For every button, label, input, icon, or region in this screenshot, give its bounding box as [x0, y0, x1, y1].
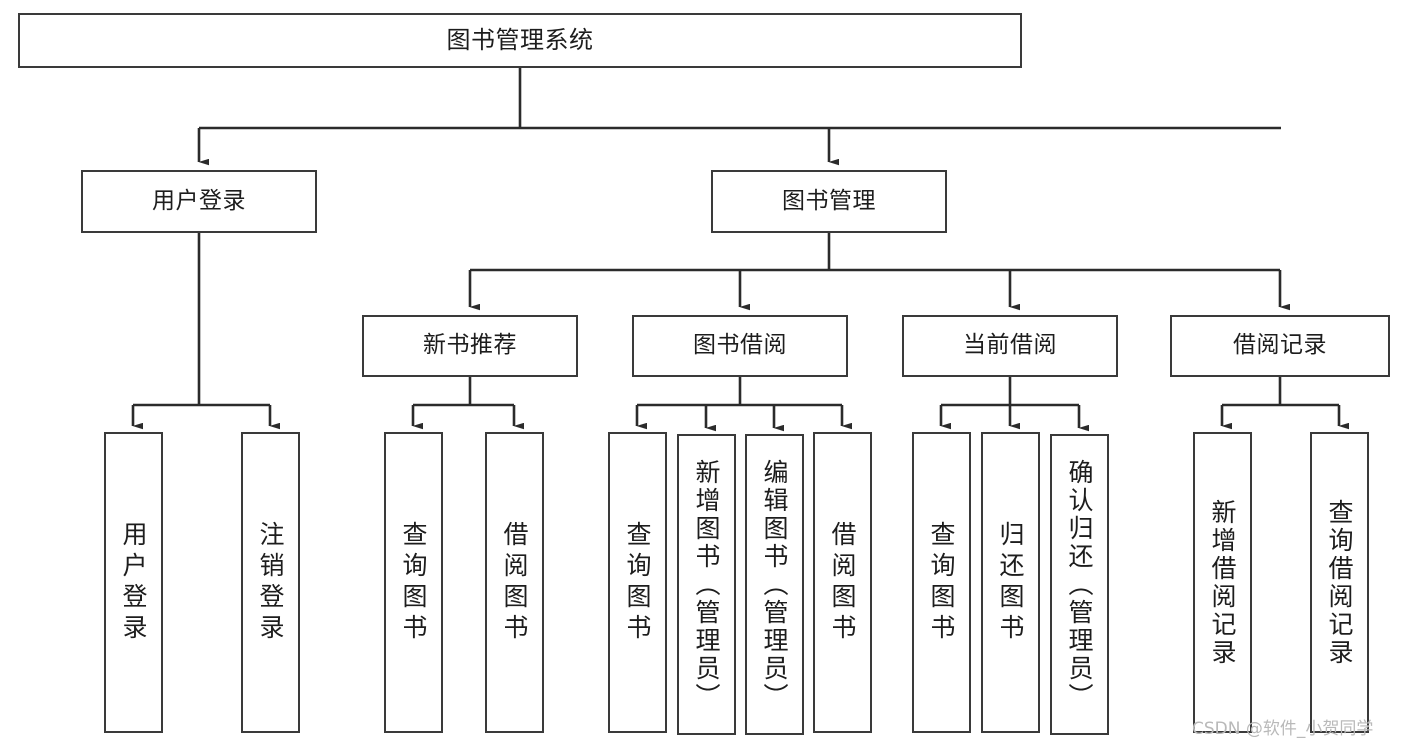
leaf-user-logout-label: 注销登录: [256, 520, 285, 645]
leaf-return-book-label: 归还图书: [996, 520, 1025, 645]
leaf-borrow-book-rec[interactable]: 借阅图书: [485, 432, 544, 733]
node-user-login-label: 用户登录: [152, 187, 246, 214]
leaf-query-book-rec-label: 查询图书: [399, 520, 428, 645]
leaf-query-book-borrow-label: 查询图书: [623, 520, 652, 645]
leaf-add-book-admin-label: 新增图书（管理员）: [692, 458, 721, 711]
csdn-watermark: CSDN @软件_小贺同学: [1192, 719, 1374, 739]
node-new-book-recommend-label: 新书推荐: [423, 332, 517, 359]
node-root[interactable]: 图书管理系统: [18, 13, 1022, 68]
node-user-login[interactable]: 用户登录: [81, 170, 317, 233]
leaf-user-logout[interactable]: 注销登录: [241, 432, 300, 733]
leaf-add-borrow-record[interactable]: 新增借阅记录: [1193, 432, 1252, 733]
leaf-borrow-book-label: 借阅图书: [828, 520, 857, 645]
node-new-book-recommend[interactable]: 新书推荐: [362, 315, 578, 377]
leaf-user-login-label: 用户登录: [119, 520, 148, 645]
node-book-borrow[interactable]: 图书借阅: [632, 315, 848, 377]
leaf-add-borrow-record-label: 新增借阅记录: [1208, 498, 1237, 667]
node-book-management[interactable]: 图书管理: [711, 170, 947, 233]
node-root-label: 图书管理系统: [446, 26, 594, 55]
leaf-borrow-book-rec-label: 借阅图书: [500, 520, 529, 645]
leaf-add-book-admin[interactable]: 新增图书（管理员）: [677, 434, 736, 735]
leaf-confirm-return-admin-label: 确认归还（管理员）: [1065, 458, 1094, 711]
leaf-edit-book-admin[interactable]: 编辑图书（管理员）: [745, 434, 804, 735]
node-borrow-record[interactable]: 借阅记录: [1170, 315, 1390, 377]
leaf-confirm-return-admin[interactable]: 确认归还（管理员）: [1050, 434, 1109, 735]
node-current-borrow[interactable]: 当前借阅: [902, 315, 1118, 377]
leaf-edit-book-admin-label: 编辑图书（管理员）: [760, 458, 789, 711]
node-book-borrow-label: 图书借阅: [693, 332, 787, 359]
leaf-query-book-rec[interactable]: 查询图书: [384, 432, 443, 733]
leaf-return-book[interactable]: 归还图书: [981, 432, 1040, 733]
node-borrow-record-label: 借阅记录: [1233, 332, 1327, 359]
leaf-user-login[interactable]: 用户登录: [104, 432, 163, 733]
leaf-query-borrow-record[interactable]: 查询借阅记录: [1310, 432, 1369, 733]
leaf-borrow-book[interactable]: 借阅图书: [813, 432, 872, 733]
leaf-query-book-current[interactable]: 查询图书: [912, 432, 971, 733]
leaf-query-borrow-record-label: 查询借阅记录: [1325, 498, 1354, 667]
leaf-query-book-current-label: 查询图书: [927, 520, 956, 645]
node-current-borrow-label: 当前借阅: [963, 332, 1057, 359]
node-book-management-label: 图书管理: [782, 187, 876, 214]
leaf-query-book-borrow[interactable]: 查询图书: [608, 432, 667, 733]
